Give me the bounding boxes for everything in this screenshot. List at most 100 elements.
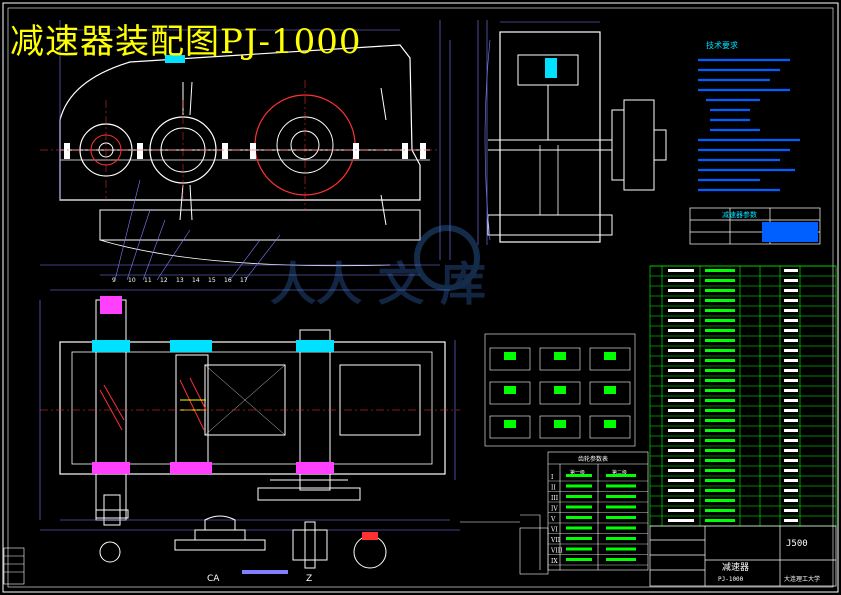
plan-view (39, 289, 460, 531)
parts-list-rows (650, 265, 836, 522)
parts-row-material (784, 389, 798, 392)
tooth-cell (489, 415, 531, 439)
parts-row-code (668, 339, 694, 342)
parts-row-code (668, 459, 694, 462)
tooth-cell (539, 415, 581, 439)
gear-table-row-label: V (550, 516, 556, 523)
tooth-cell (589, 347, 631, 371)
view-label-ca: CA (207, 574, 220, 584)
parts-row-name (705, 409, 735, 412)
parts-row-material (784, 279, 798, 282)
parts-row-code (668, 359, 694, 362)
parts-row-material (784, 439, 798, 442)
tooth-cell-mark (504, 352, 516, 360)
gear-table-cell-2 (606, 505, 636, 509)
tooth-cell (589, 415, 631, 439)
tech-req-title: 技术要求 (706, 40, 738, 50)
balloon-number: 10 (128, 277, 136, 284)
parts-row-code (668, 369, 694, 372)
tech-requirements: 技术要求 (698, 40, 800, 192)
parts-row-material (784, 369, 798, 372)
tooth-cell (589, 381, 631, 405)
tooth-cell (539, 347, 581, 371)
balloon-number: 14 (192, 277, 200, 284)
parts-row-name (705, 519, 735, 522)
parts-row-code (668, 389, 694, 392)
parts-row-material (784, 339, 798, 342)
title-block (649, 525, 837, 587)
parts-row-code (668, 409, 694, 412)
balloon-number: 11 (144, 277, 152, 284)
tooth-cell-mark (554, 352, 566, 360)
parts-row-material (784, 509, 798, 512)
parts-row-code (668, 469, 694, 472)
assembly-table (689, 207, 821, 245)
front-view (40, 20, 451, 281)
tooth-cell-mark (604, 352, 616, 360)
title-block-name: 减速器 (722, 561, 749, 573)
parts-row-name (705, 379, 735, 382)
parts-row-material (784, 459, 798, 462)
gear-table-row-label: IV (551, 506, 558, 513)
drawing-title: 减速器装配图PJ-1000 (10, 22, 362, 62)
parts-row-code (668, 399, 694, 402)
tooth-cell-mark (504, 420, 516, 428)
title-block-scale: J500 (786, 539, 808, 549)
parts-row-code (668, 439, 694, 442)
gear-table-row-label: III (551, 495, 559, 502)
parts-row-code (668, 509, 694, 512)
parts-row-name (705, 349, 735, 352)
balloon-number: 17 (240, 277, 248, 284)
left-side-ruler (3, 547, 25, 585)
gear-table-cell-2 (606, 547, 636, 551)
parts-row-code (668, 449, 694, 452)
parts-row-name (705, 299, 735, 302)
parts-row-name (705, 429, 735, 432)
parts-row-material (784, 449, 798, 452)
parts-row-code (668, 419, 694, 422)
parts-row-code (668, 519, 694, 522)
tooth-cell-mark (554, 386, 566, 394)
watermark-logo: 人人 文 库 (270, 225, 486, 311)
gear-table-cell-1 (566, 547, 592, 551)
balloon-number: 16 (224, 277, 232, 284)
gear-table-row-label: II (551, 485, 556, 492)
gear-table-cell-1 (566, 484, 592, 488)
parts-row-name (705, 469, 735, 472)
balloon-number: 15 (208, 277, 216, 284)
parts-row-code (668, 309, 694, 312)
gear-table-cell-1 (566, 558, 592, 561)
parts-row-material (784, 359, 798, 362)
gear-table-cell-2 (606, 516, 636, 519)
parts-row-code (668, 289, 694, 292)
parts-row-name (705, 499, 735, 502)
balloon-number: 13 (176, 277, 184, 284)
parts-row-material (784, 429, 798, 432)
parts-row-name (705, 459, 735, 462)
parts-row-material (784, 329, 798, 332)
gear-table-cell-1 (566, 474, 592, 477)
parts-row-code (668, 299, 694, 302)
parts-row-code (668, 319, 694, 322)
gear-layout-grid (484, 333, 636, 447)
parts-row-code (668, 329, 694, 332)
title-block-school: 大连理工大学 (784, 575, 820, 583)
drawing-inner-frame (7, 7, 834, 588)
parts-row-material (784, 379, 798, 382)
parts-row-material (784, 349, 798, 352)
gear-table-cell-1 (566, 505, 592, 509)
tooth-cell (489, 381, 531, 405)
parts-row-code (668, 489, 694, 492)
parts-row-code (668, 349, 694, 352)
gear-table-cell-1 (566, 537, 592, 540)
tooth-cell-mark (554, 420, 566, 428)
parts-row-name (705, 369, 735, 372)
parts-row-material (784, 499, 798, 502)
parts-row-code (668, 479, 694, 482)
parts-row-material (784, 489, 798, 492)
tooth-cell (489, 347, 531, 371)
watermark-text: 人人 文 库 (270, 257, 486, 311)
assembly-table-title: 减速器参数 (722, 210, 757, 219)
